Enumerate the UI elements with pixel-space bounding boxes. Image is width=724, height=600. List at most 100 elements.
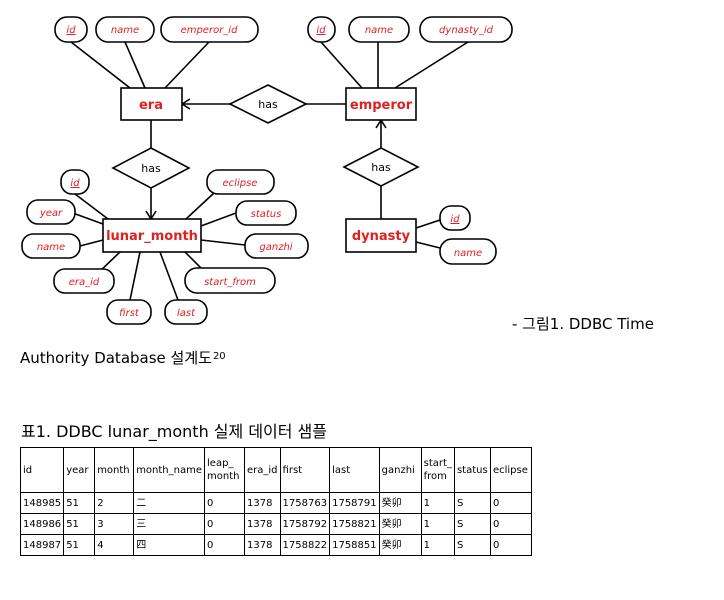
table-cell: S [453, 513, 491, 535]
attr-lm-ganzhi: ganzhi [244, 233, 309, 259]
table-cell: 148986 [19, 513, 65, 535]
attr-lm-last: last [164, 299, 208, 325]
attr-era-emperor-id: emperor_id [160, 16, 259, 43]
er-diagram: id name emperor_id id name dynasty_id id… [21, 16, 513, 325]
svg-text:name: name [365, 25, 393, 36]
table-row: 148986 51 3 三 0 1378 1758792 1758821 癸卯 … [19, 513, 532, 535]
connector-lines [69, 41, 469, 301]
attr-dynasty-name: name [439, 238, 497, 265]
attr-dynasty-id: id [439, 205, 471, 231]
header-cell: first [279, 447, 331, 493]
table-title: 표1. DDBC lunar_month 실제 데이터 샘플 [21, 422, 328, 441]
svg-text:has: has [258, 98, 278, 111]
attr-era-name: name [95, 16, 155, 43]
svg-text:eclipse: eclipse [223, 178, 258, 189]
header-cell: month [94, 447, 135, 493]
table-cell: S [453, 492, 491, 514]
table-cell: 3 [94, 513, 135, 535]
svg-text:start_from: start_from [204, 277, 256, 288]
table-cell: 51 [63, 492, 96, 514]
svg-text:ganzhi: ganzhi [259, 242, 292, 253]
header-cell: status [453, 447, 491, 493]
table-cell: S [453, 534, 491, 556]
table-cell: 1 [420, 534, 455, 556]
table-cell: 1758791 [329, 492, 380, 514]
header-cell: eclipse [489, 447, 532, 493]
attr-lm-year: year [26, 199, 76, 225]
svg-text:emperor_id: emperor_id [181, 25, 239, 36]
table-cell: 1378 [244, 513, 281, 535]
table-cell: 1758821 [329, 513, 380, 535]
header-cell: month_name [133, 447, 206, 493]
table-cell: 51 [63, 513, 96, 535]
table-cell: 1758792 [279, 513, 331, 535]
svg-text:first: first [119, 308, 140, 319]
svg-text:year: year [39, 208, 63, 219]
footnote-marker: 20 [212, 351, 226, 362]
svg-text:has: has [371, 161, 391, 174]
table-cell: 4 [94, 534, 135, 556]
attr-lm-id: id [60, 169, 90, 195]
figure-caption-line1: - 그림1. DDBC Time [512, 315, 654, 333]
figure-caption-line2: Authority Database 설계도20 [20, 347, 226, 368]
table-cell: 1378 [244, 492, 281, 514]
svg-text:id: id [70, 178, 80, 189]
svg-text:id: id [450, 214, 460, 225]
table-cell: 148987 [19, 534, 65, 556]
attr-lm-eclipse: eclipse [206, 169, 275, 195]
table-cell: 1 [420, 492, 455, 514]
header-cell: last [329, 447, 380, 493]
svg-text:dynasty: dynasty [352, 229, 411, 244]
table-cell: 四 [133, 534, 206, 556]
table-cell: 51 [63, 534, 96, 556]
table-cell: 2 [94, 492, 135, 514]
entity-emperor: emperor [345, 87, 417, 121]
header-cell: leap_ month [204, 447, 246, 493]
svg-text:lunar_month: lunar_month [106, 229, 198, 244]
svg-text:has: has [141, 162, 161, 175]
attr-lm-era-id: era_id [53, 268, 115, 294]
svg-text:id: id [66, 25, 76, 36]
svg-text:name: name [111, 25, 139, 36]
attr-emperor-dynasty-id: dynasty_id [419, 16, 513, 43]
svg-text:name: name [37, 242, 65, 253]
entity-era: era [120, 87, 183, 121]
header-cell: start_ from [420, 447, 455, 493]
attr-emperor-name: name [348, 16, 410, 43]
attr-era-id: id [54, 16, 88, 43]
table-cell: 0 [489, 492, 532, 514]
table-cell: 癸卯 [378, 513, 422, 535]
rel-era-lunar-month: has [111, 147, 191, 189]
figure-caption-text: Authority Database 설계도 [20, 349, 212, 367]
rel-emperor-dynasty: has [342, 147, 420, 187]
entity-lunar-month: lunar_month [102, 218, 202, 253]
attr-lm-first: first [106, 299, 152, 325]
attr-lm-start-from: start_from [184, 267, 276, 294]
svg-text:status: status [251, 209, 282, 220]
rel-era-emperor: has [228, 84, 308, 124]
table-cell: 0 [204, 492, 246, 514]
table-cell: 148985 [19, 492, 65, 514]
svg-text:emperor: emperor [350, 98, 413, 113]
table-cell: 0 [204, 513, 246, 535]
table-row: 148987 51 4 四 0 1378 1758822 1758851 癸卯 … [19, 534, 532, 556]
table-cell: 癸卯 [378, 492, 422, 514]
table-cell: 1 [420, 513, 455, 535]
table-cell: 0 [489, 534, 532, 556]
header-cell: id [19, 447, 65, 493]
attr-lm-status: status [235, 200, 297, 226]
table-cell: 三 [133, 513, 206, 535]
table-cell: 1758851 [329, 534, 380, 556]
table-cell: 1758822 [279, 534, 331, 556]
table-cell: 1378 [244, 534, 281, 556]
table-header-row: id year month month_name leap_ month era… [19, 447, 532, 493]
svg-text:id: id [316, 25, 326, 36]
svg-text:era_id: era_id [69, 277, 100, 288]
svg-text:era: era [139, 98, 163, 113]
table-row: 148985 51 2 二 0 1378 1758763 1758791 癸卯 … [19, 492, 532, 514]
table-cell: 二 [133, 492, 206, 514]
svg-text:dynasty_id: dynasty_id [439, 25, 494, 36]
lunar-month-table: id year month month_name leap_ month era… [19, 447, 532, 556]
table-cell: 1758763 [279, 492, 331, 514]
table-cell: 癸卯 [378, 534, 422, 556]
